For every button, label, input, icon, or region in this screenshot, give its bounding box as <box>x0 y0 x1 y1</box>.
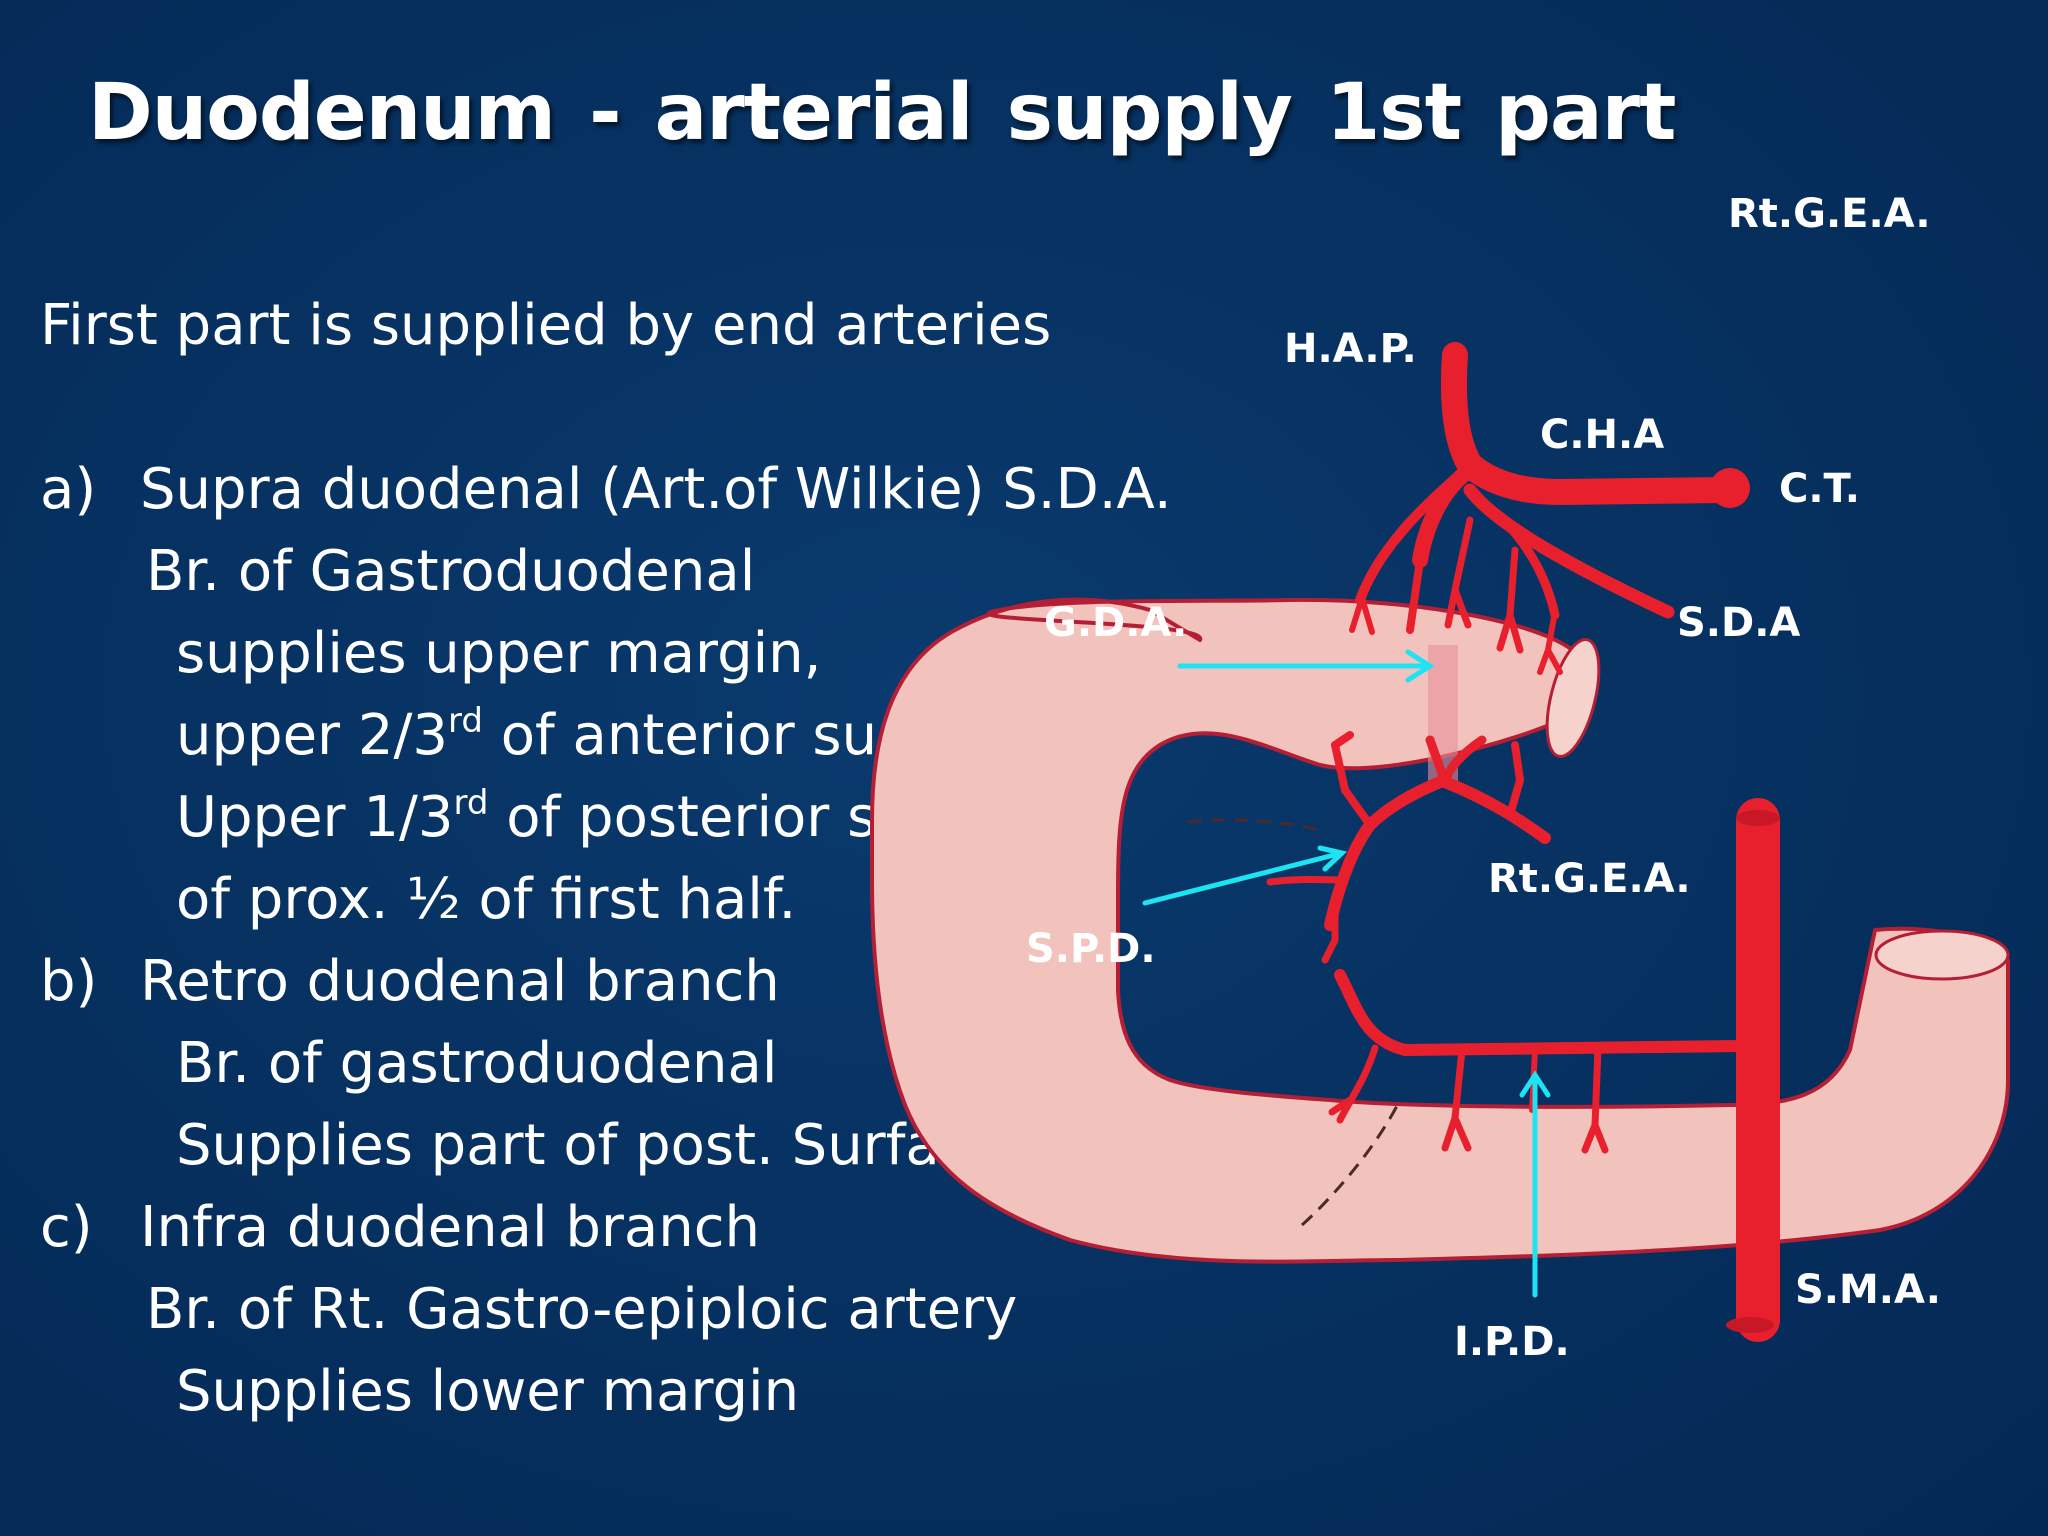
spd-arrow <box>1142 845 1348 906</box>
ipd-branch-lower-left <box>1328 1044 1379 1124</box>
superior-pancreaticoduodenal-artery <box>1324 774 1451 931</box>
artery-twig-5 <box>1537 609 1563 675</box>
ipd-twig-3 <box>1581 1044 1609 1154</box>
artery-twig-1 <box>1349 595 1375 635</box>
artery-twig-3 <box>1444 516 1474 629</box>
label-gda: G.D.A. <box>1044 600 1187 646</box>
slide-title: Duodenum - arterial supply 1st part <box>88 68 1676 158</box>
artery-branch-upward <box>1425 735 1487 787</box>
label-sda: S.D.A <box>1677 600 1800 646</box>
diagram-labels: Rt.G.E.A. H.A.P. C.H.A C.T. G.D.A. S.D.A… <box>1026 191 1941 1365</box>
item-b-detail: Supplies part of post. Surface <box>176 1113 1005 1178</box>
item-c-heading: Infra duodenal branch <box>140 1195 760 1260</box>
supraduodenal-artery <box>1463 483 1675 619</box>
artery-branch-loop-top <box>1331 731 1374 829</box>
item-b-branch: Br. of gastroduodenal <box>176 1031 778 1096</box>
ipd-arrow <box>1519 1070 1551 1298</box>
item-b-heading: Retro duodenal branch <box>140 949 780 1014</box>
dashed-line-upper <box>1187 818 1319 832</box>
label-rtgea-top: Rt.G.E.A. <box>1728 191 1931 237</box>
common-hepatic-artery <box>1457 452 1738 505</box>
duodenum-cut-end-right <box>1874 929 2010 981</box>
item-a-detail-4: of prox. ½ of first half. <box>176 867 797 932</box>
sma-bottom-end <box>1726 1317 1774 1333</box>
hepatic-artery-proper <box>1440 342 1483 478</box>
artery-twig-2 <box>1406 556 1424 634</box>
artery-branch-right <box>1475 495 1560 620</box>
gda-arrow <box>1177 649 1435 683</box>
artery-branch-upper-right <box>1506 741 1524 819</box>
item-a-detail-1: supplies upper margin, <box>176 621 822 686</box>
sma-top-end <box>1736 810 1780 826</box>
label-hap: H.A.P. <box>1284 326 1417 372</box>
artery-branch-left-upper <box>1355 465 1470 605</box>
inferior-pancreaticoduodenal-artery <box>1334 969 1746 1056</box>
intro-text: First part is supplied by end arteries <box>40 293 1052 358</box>
item-b-marker: b) <box>40 949 98 1014</box>
label-spd: S.P.D. <box>1026 926 1156 972</box>
ipd-twig-1 <box>1441 1046 1472 1152</box>
dashed-line-lower <box>1301 1099 1402 1227</box>
item-c-marker: c) <box>40 1195 93 1260</box>
label-ipd: I.P.D. <box>1454 1319 1570 1365</box>
item-c-branch: Br. of Rt. Gastro-epiploic artery <box>146 1277 1018 1342</box>
right-gastroepiploic-artery <box>1439 776 1551 844</box>
arteries <box>1266 342 1780 1342</box>
item-a-branch: Br. of Gastroduodenal <box>146 539 756 604</box>
artery-branch-loop-left <box>1266 876 1349 886</box>
artery-branch-loop-left-2 <box>1321 906 1339 964</box>
item-a-marker: a) <box>40 457 97 522</box>
label-sma: S.M.A. <box>1795 1267 1941 1313</box>
label-ct: C.T. <box>1779 466 1860 512</box>
artery-twig-4 <box>1496 546 1524 654</box>
item-c-detail: Supplies lower margin <box>176 1359 800 1424</box>
label-rtgea-mid: Rt.G.E.A. <box>1488 856 1691 902</box>
label-cha: C.H.A <box>1540 412 1664 458</box>
pointer-arrows <box>1142 649 1551 1298</box>
item-a-heading: Supra duodenal (Art.of Wilkie) S.D.A. <box>140 457 1172 522</box>
